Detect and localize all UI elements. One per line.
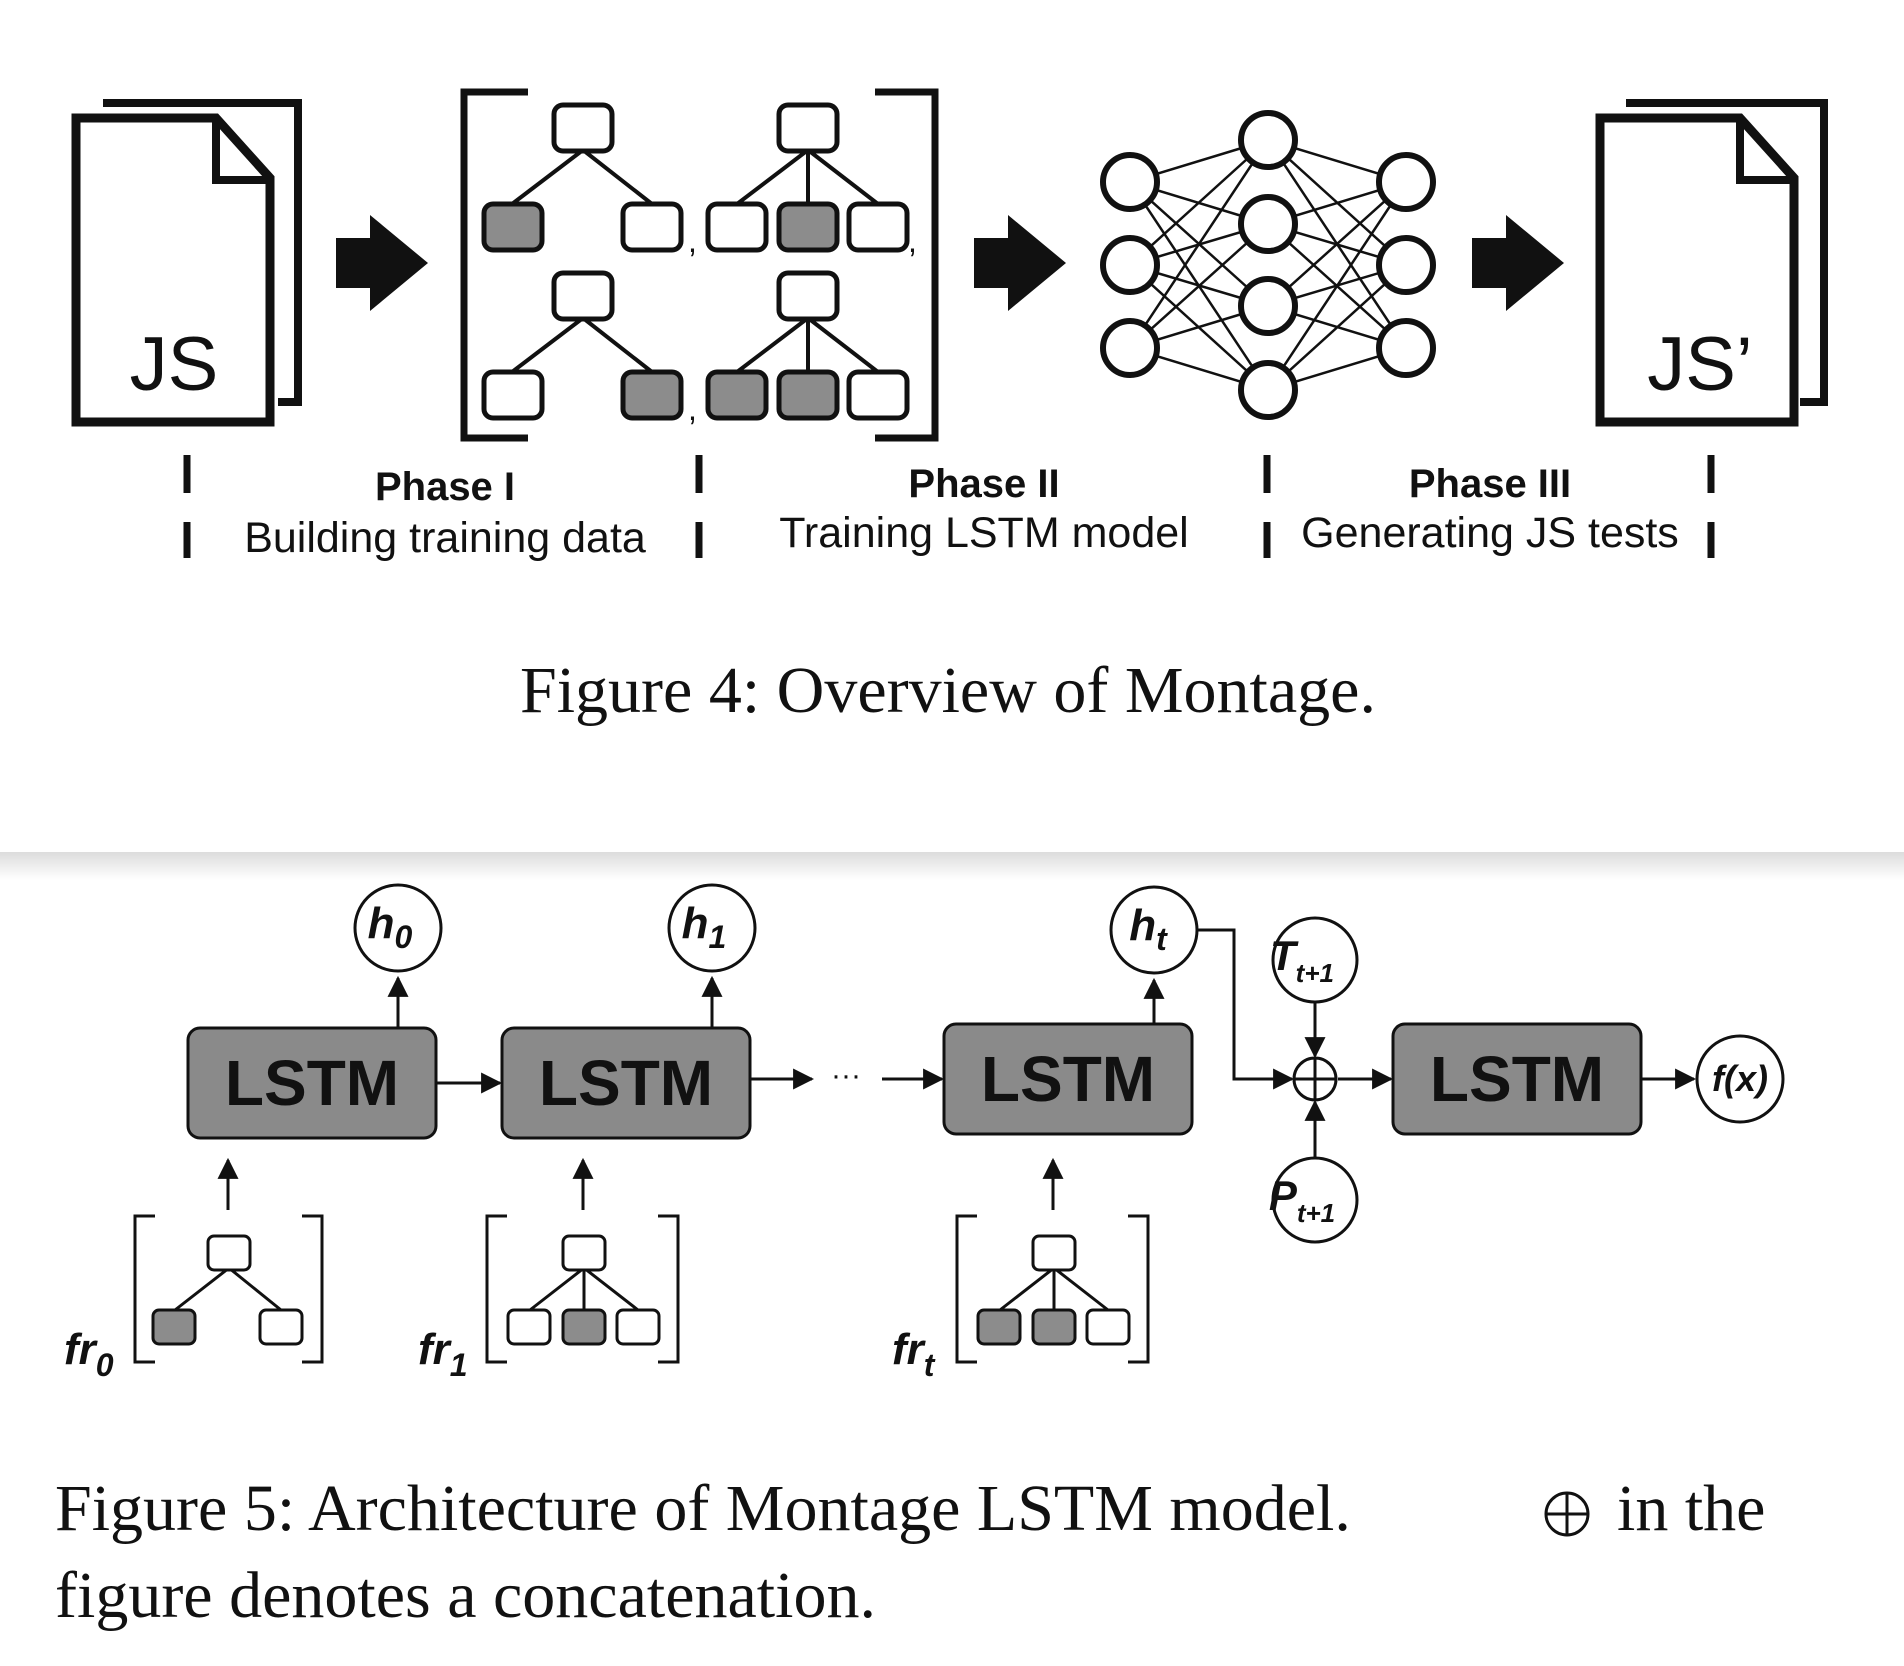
svg-text:,: , xyxy=(908,223,917,259)
nn-node xyxy=(1100,318,1160,378)
property-input-node: Pt+1 xyxy=(1269,1156,1359,1244)
svg-text:h1: h1 xyxy=(682,899,727,955)
figure-5-caption-line-1: Figure 5: Architecture of Montage LSTM m… xyxy=(55,1472,1351,1545)
phase-separators xyxy=(183,455,1715,558)
arrow-right-icon xyxy=(1472,215,1564,311)
fragment-label: fr1 xyxy=(418,1325,468,1383)
nn-node xyxy=(1238,110,1298,170)
arrow-right-icon xyxy=(336,215,428,311)
svg-text:,: , xyxy=(688,391,697,427)
nn-node xyxy=(1238,194,1298,254)
phase-1-title: Phase I xyxy=(375,465,515,509)
ast-tree xyxy=(481,102,684,253)
svg-text:LSTM: LSTM xyxy=(539,1047,713,1119)
hidden-state-node: h1 xyxy=(667,883,757,973)
nn-node xyxy=(1238,360,1298,420)
ht-to-concat-arrow xyxy=(1197,928,1295,1090)
svg-text:LSTM: LSTM xyxy=(981,1043,1155,1115)
figure-4-caption: Figure 4: Overview of Montage. xyxy=(520,654,1376,727)
nn-node xyxy=(1376,152,1436,212)
figure-5: LSTM LSTM LSTM LSTM ··· xyxy=(55,883,1785,1632)
nn-node xyxy=(1376,235,1436,295)
phase-3-subtitle: Generating JS tests xyxy=(1301,509,1679,557)
fragment-label: fr0 xyxy=(64,1325,114,1383)
ellipsis: ··· xyxy=(831,1059,861,1092)
js-document-icon: JS xyxy=(71,99,302,427)
lstm-cell: LSTM xyxy=(500,1026,752,1140)
svg-text:f(x): f(x) xyxy=(1712,1058,1768,1099)
svg-text:,: , xyxy=(688,223,697,259)
figure-4: JS , xyxy=(71,88,1828,727)
phase-2-title: Phase II xyxy=(908,462,1059,506)
ast-tree xyxy=(705,102,910,253)
ast-tree xyxy=(705,270,910,421)
page-break-shadow xyxy=(0,852,1904,880)
lstm-cell: LSTM xyxy=(186,1026,438,1140)
phase-3-title: Phase III xyxy=(1409,462,1571,506)
figure-5-caption-line-1-end: in the xyxy=(1617,1472,1765,1545)
svg-text:Pt+1: Pt+1 xyxy=(1269,1172,1335,1228)
concat-symbol-icon xyxy=(1544,1491,1590,1537)
svg-text:h0: h0 xyxy=(368,899,413,955)
type-input-node: Tt+1 xyxy=(1270,916,1359,1004)
nn-node xyxy=(1238,276,1298,336)
phase-2-subtitle: Training LSTM model xyxy=(779,509,1188,557)
doc-right-label: JS’ xyxy=(1647,322,1753,407)
lstm-cell: LSTM xyxy=(942,1022,1194,1136)
js-generated-document-icon: JS’ xyxy=(1595,99,1828,427)
lstm-cell: LSTM xyxy=(1391,1022,1643,1136)
hidden-state-node: ht xyxy=(1109,885,1199,975)
figure-5-caption-line-2: figure denotes a concatenation. xyxy=(55,1559,876,1632)
svg-text:LSTM: LSTM xyxy=(225,1047,399,1119)
svg-text:Tt+1: Tt+1 xyxy=(1270,932,1334,988)
phase-1-subtitle: Building training data xyxy=(244,514,646,562)
arrow-right-icon xyxy=(974,215,1066,311)
nn-node xyxy=(1100,152,1160,212)
fragment-label: frt xyxy=(892,1325,936,1383)
output-node: f(x) xyxy=(1695,1034,1785,1124)
doc-left-label: JS xyxy=(130,322,219,407)
ast-tree xyxy=(481,270,684,421)
fragment-tree xyxy=(485,1214,680,1364)
nn-node xyxy=(1100,235,1160,295)
fragment-tree xyxy=(955,1214,1150,1364)
hidden-state-node: h0 xyxy=(353,883,443,973)
concat-icon xyxy=(1292,1056,1338,1102)
nn-node xyxy=(1376,318,1436,378)
neural-network-icon xyxy=(1100,110,1436,420)
fragment-tree xyxy=(133,1214,324,1364)
training-data-trees: , , , xyxy=(460,88,939,442)
svg-text:ht: ht xyxy=(1129,901,1168,957)
svg-text:LSTM: LSTM xyxy=(1430,1043,1604,1115)
